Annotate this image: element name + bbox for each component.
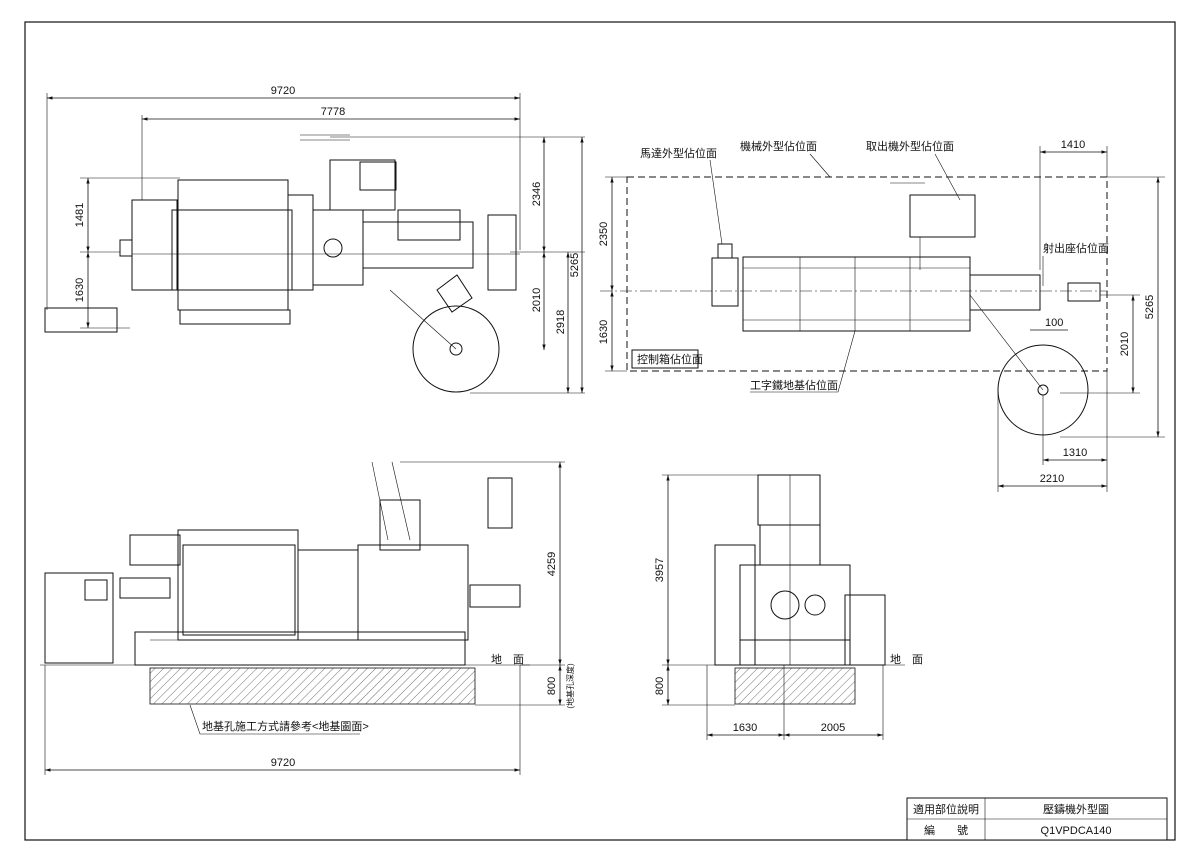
- dim-label: 9720: [271, 757, 295, 769]
- label-control-box-space: 控制箱佔位面: [637, 352, 703, 366]
- dim-1630-2005: 1630 2005: [706, 665, 884, 740]
- dim-right-stack: 2346 5265 2010 2918: [330, 136, 585, 394]
- dim-label: 2005: [821, 722, 845, 734]
- dim-label: 9720: [271, 85, 295, 97]
- dim-label: 1310: [1063, 447, 1087, 459]
- dim-1310: 1310: [1042, 371, 1108, 465]
- title-row2-value: Q1VPDCA140: [1041, 825, 1112, 837]
- dim-label: 1481: [74, 203, 86, 227]
- title-row1-label: 適用部位說明: [913, 802, 979, 816]
- dim-label: 2010: [1119, 332, 1131, 356]
- dim-9720-bottom: 9720: [44, 665, 521, 775]
- foundation-note: 地基孔施工方式請參考<地基圖面>: [202, 719, 369, 733]
- label-motor-space: 馬達外型佔位面: [640, 146, 717, 160]
- dim-label: 1630: [598, 320, 610, 344]
- dim-1630-layout: 1630: [598, 291, 627, 372]
- sheet-border: [24, 21, 1176, 841]
- motor-outline: [711, 257, 739, 307]
- dim-label: 7778: [321, 106, 345, 118]
- dim-label: 100: [1045, 317, 1063, 329]
- label-machine-space: 機械外型佔位面: [740, 139, 817, 153]
- label-ground-side: 地 面: [890, 653, 923, 666]
- label-shot-base-space: 射出座佔位面: [1043, 241, 1109, 255]
- dim-2010-layout: 2010: [1060, 294, 1140, 394]
- dim-4259: 4259: [400, 461, 565, 666]
- label-ibeam-foundation: 工字鐵地基佔位面: [750, 378, 838, 392]
- dim-label: 4259: [546, 552, 558, 576]
- dim-2350: 2350: [598, 176, 627, 291]
- dim-label: 1410: [1061, 139, 1085, 151]
- control-box-outline: [631, 349, 699, 369]
- foundation-pit: [734, 667, 856, 705]
- dim-1481: 1481: [74, 177, 180, 253]
- dim-100: 100: [1030, 317, 1068, 331]
- foundation-pit: [149, 667, 476, 705]
- dim-800-front: 800 (地基孔深度): [475, 663, 575, 709]
- dim-800-side: 800: [654, 665, 735, 706]
- dim-5265-layout: 5265: [1060, 176, 1165, 438]
- dim-label: 2210: [1040, 473, 1064, 485]
- dim-label: 1630: [74, 278, 86, 302]
- shot-cylinder: [487, 477, 513, 529]
- dim-2210: 2210: [997, 390, 1108, 492]
- shot-base-outline: [1067, 282, 1101, 302]
- title-block: 適用部位說明 壓鑄機外型圖 編 號 Q1VPDCA140: [906, 797, 1168, 841]
- dim-1410: 1410: [1039, 139, 1108, 270]
- dim-label: 2010: [531, 288, 543, 312]
- title-row1-value: 壓鑄機外型圖: [1043, 802, 1109, 816]
- dim-label: 2918: [555, 310, 567, 334]
- dim-label: 800: [546, 677, 558, 695]
- machine-footprint: [626, 176, 1108, 372]
- dim-label: 800: [654, 677, 666, 695]
- pit-depth-note: (地基孔深度): [565, 663, 575, 709]
- dim-label: 2350: [598, 222, 610, 246]
- dim-label: 5265: [569, 253, 581, 277]
- dim-label: 2346: [531, 182, 543, 206]
- dim-label: 5265: [1144, 295, 1156, 319]
- plan-view: 9720 7778 1481 1630 2346 5265 201: [44, 85, 585, 394]
- dim-1630-plan: 1630: [74, 252, 130, 329]
- plan-machine: [44, 134, 520, 393]
- dim-label: 1630: [733, 722, 757, 734]
- front-view: 地 面 4259 800 (地基孔深度) 地基孔施工方式請參考<地基圖面> 97…: [40, 461, 575, 775]
- label-ground: 地 面: [491, 653, 524, 666]
- dim-7778: 7778: [141, 106, 520, 200]
- control-cabinet: [44, 572, 114, 664]
- label-extractor-space: 取出機外型佔位面: [866, 139, 954, 153]
- dim-3957: 3957: [654, 474, 758, 666]
- layout-view: 馬達外型佔位面 機械外型佔位面 取出機外型佔位面 射出座佔位面 控制箱佔位面 工…: [598, 139, 1165, 492]
- extractor-outline: [909, 194, 976, 238]
- dim-label: 3957: [654, 558, 666, 582]
- title-row2-label: 編 號: [924, 823, 968, 837]
- side-view: 地 面 3957 800 1630 2005: [654, 474, 923, 740]
